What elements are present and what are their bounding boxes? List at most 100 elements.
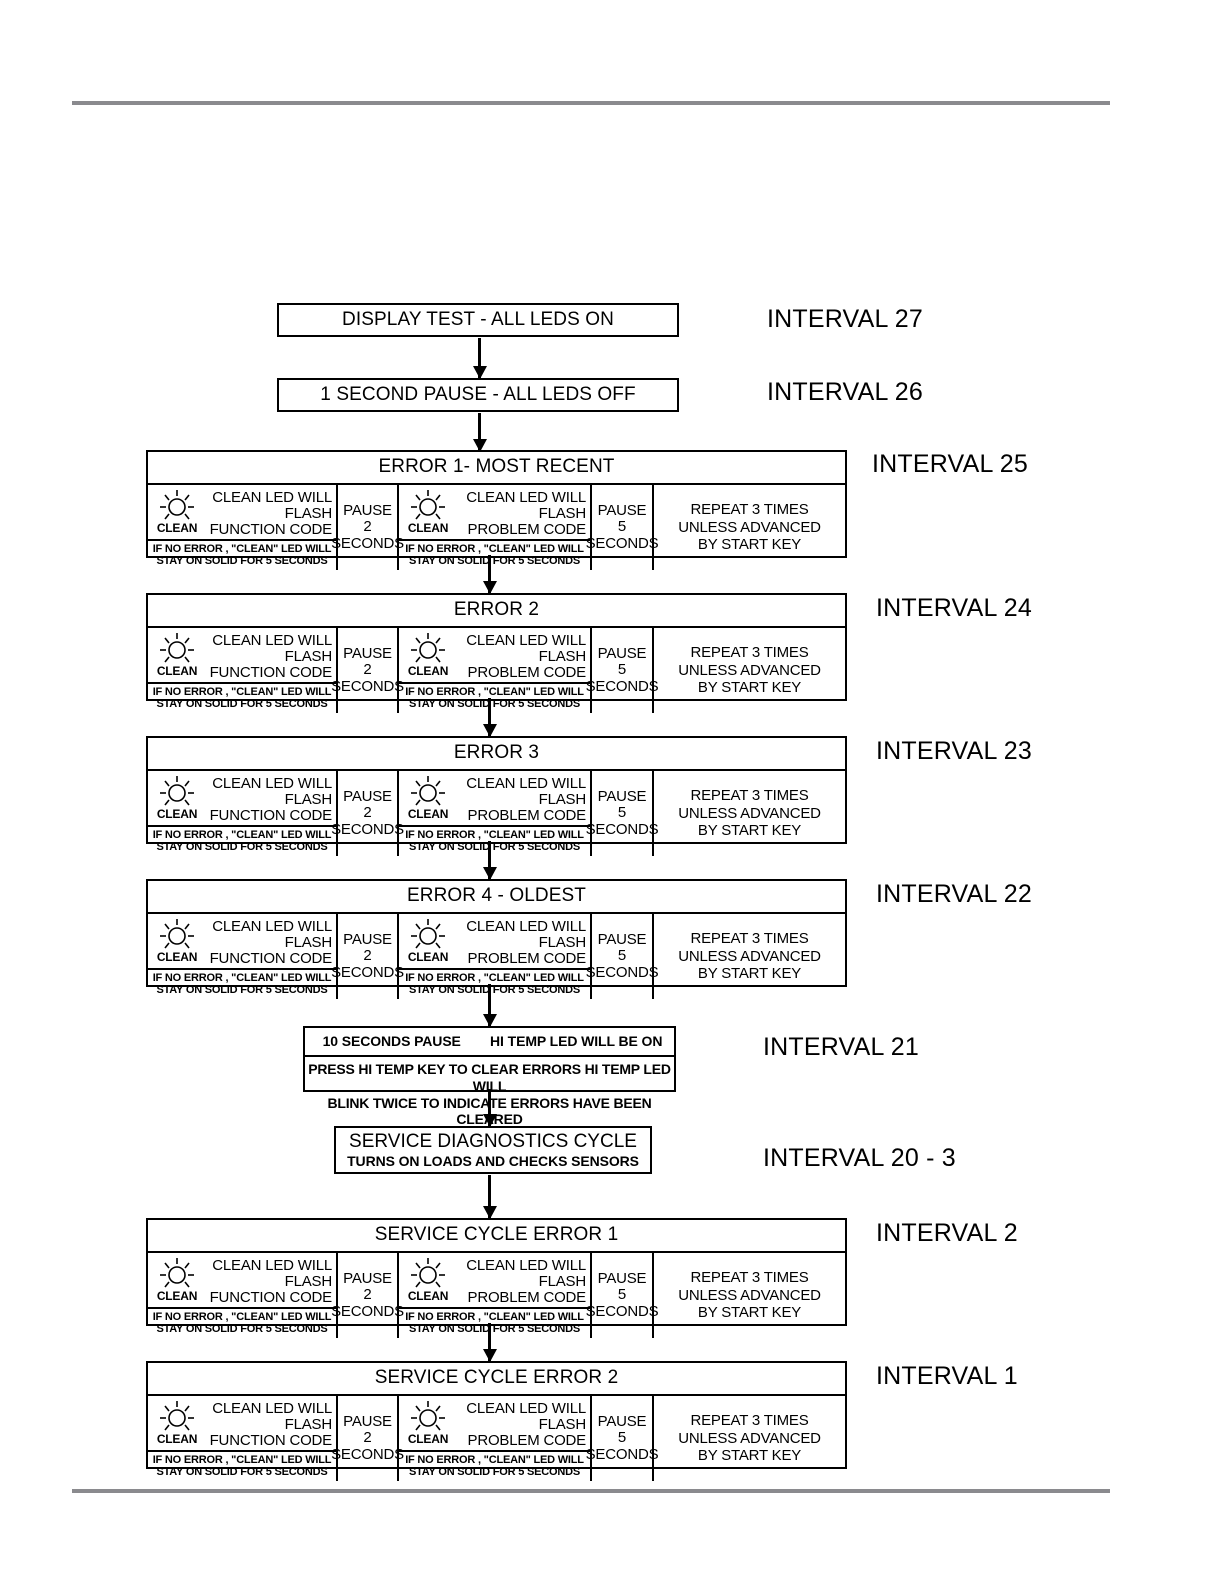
clean-led-icon: CLEAN <box>402 487 454 539</box>
function-code-line1: CLEAN LED WILL FLASH <box>212 775 332 809</box>
repeat-line2: UNLESS ADVANCED <box>678 947 821 965</box>
repeat-line3: BY START KEY <box>697 536 802 554</box>
interval-label-25: INTERVAL 25 <box>872 450 1028 478</box>
function-code-text: CLEAN LED WILL FLASH FUNCTION CODE <box>203 773 336 825</box>
repeat-line1: REPEAT 3 TIMES <box>690 644 809 662</box>
repeat-line2: UNLESS ADVANCED <box>678 1429 821 1447</box>
problem-code-line2: PROBLEM CODE <box>467 950 587 968</box>
error-block-title: ERROR 3 <box>148 738 845 771</box>
pause-2-seconds-cell: PAUSE 2 SECONDS <box>331 628 404 714</box>
page-bottom-rule <box>72 1489 1110 1493</box>
repeat-line3: BY START KEY <box>697 965 802 983</box>
clean-led-icon: CLEAN <box>151 1398 203 1450</box>
function-code-text: CLEAN LED WILL FLASH FUNCTION CODE <box>203 487 336 539</box>
no-error-note: IF NO ERROR , "CLEAN" LED WILL STAY ON S… <box>399 1306 590 1339</box>
repeat-line1: REPEAT 3 TIMES <box>690 787 809 805</box>
arrow-pause10s-to-diagnostics <box>488 1089 491 1126</box>
no-error-note: IF NO ERROR , "CLEAN" LED WILL STAY ON S… <box>148 1306 336 1339</box>
interval-label-26: INTERVAL 26 <box>767 378 923 406</box>
arrow-error3-to-error4 <box>488 841 491 879</box>
function-code-text: CLEAN LED WILL FLASH FUNCTION CODE <box>203 916 336 968</box>
function-code-cell: CLEAN CLEAN LED WILL FLASH FUNCTION CODE… <box>148 771 338 857</box>
pause-10s-left: 10 SECONDS PAUSE <box>322 1033 461 1049</box>
pause-5-seconds-cell: PAUSE 5 SECONDS <box>586 771 659 857</box>
problem-code-cell: CLEAN CLEAN LED WILL FLASH PROBLEM CODE … <box>399 771 592 857</box>
no-error-note-line2: STAY ON SOLID FOR 5 SECONDS <box>156 983 328 996</box>
error-block-title: SERVICE CYCLE ERROR 2 <box>148 1363 845 1396</box>
pause-1s-box: 1 SECOND PAUSE - ALL LEDS OFF <box>277 378 679 412</box>
arrow-display-to-pause <box>478 338 481 378</box>
no-error-note-line2: STAY ON SOLID FOR 5 SECONDS <box>408 554 581 567</box>
no-error-note: IF NO ERROR , "CLEAN" LED WILL STAY ON S… <box>399 681 590 714</box>
no-error-note-line1: IF NO ERROR , "CLEAN" LED WILL <box>405 685 584 698</box>
pause2-line3: SECONDS <box>331 1445 404 1463</box>
pause2-line2: 2 <box>363 661 372 679</box>
pause2-line3: SECONDS <box>331 1302 404 1320</box>
clean-led-icon: CLEAN <box>402 916 454 968</box>
function-code-text: CLEAN LED WILL FLASH FUNCTION CODE <box>203 1255 336 1307</box>
function-code-cell: CLEAN CLEAN LED WILL FLASH FUNCTION CODE… <box>148 914 338 1000</box>
error-block-1: ERROR 1- MOST RECENT CLEAN <box>146 450 847 571</box>
repeat-line1: REPEAT 3 TIMES <box>690 930 809 948</box>
pause5-line3: SECONDS <box>585 820 659 838</box>
no-error-note-line1: IF NO ERROR , "CLEAN" LED WILL <box>405 1453 584 1466</box>
display-test-label: DISPLAY TEST - ALL LEDS ON <box>342 309 614 330</box>
pause5-line1: PAUSE <box>597 930 647 948</box>
arrow-service-error1-to-error2 <box>488 1323 491 1361</box>
problem-code-line2: PROBLEM CODE <box>467 664 587 682</box>
function-code-line1: CLEAN LED WILL FLASH <box>212 489 332 523</box>
arrow-diagnostics-to-service-error1 <box>488 1175 491 1218</box>
no-error-note-line1: IF NO ERROR , "CLEAN" LED WILL <box>405 542 584 555</box>
problem-code-cell: CLEAN CLEAN LED WILL FLASH PROBLEM CODE … <box>399 1253 592 1339</box>
function-code-line1: CLEAN LED WILL FLASH <box>212 1257 332 1291</box>
problem-code-text: CLEAN LED WILL FLASH PROBLEM CODE <box>454 487 590 539</box>
function-code-line1: CLEAN LED WILL FLASH <box>212 918 332 952</box>
no-error-note: IF NO ERROR , "CLEAN" LED WILL STAY ON S… <box>399 1449 590 1482</box>
repeat-line3: BY START KEY <box>697 1447 802 1465</box>
no-error-note-line2: STAY ON SOLID FOR 5 SECONDS <box>408 697 581 710</box>
interval-label-1: INTERVAL 1 <box>876 1362 1018 1390</box>
pause2-line1: PAUSE <box>343 501 392 519</box>
pause5-line3: SECONDS <box>585 1302 659 1320</box>
function-code-cell: CLEAN CLEAN LED WILL FLASH FUNCTION CODE… <box>148 628 338 714</box>
no-error-note-line2: STAY ON SOLID FOR 5 SECONDS <box>408 983 581 996</box>
pause2-line1: PAUSE <box>343 644 392 662</box>
pause2-line2: 2 <box>363 947 372 965</box>
problem-code-line1: CLEAN LED WILL FLASH <box>466 918 586 952</box>
no-error-note-line1: IF NO ERROR , "CLEAN" LED WILL <box>405 828 584 841</box>
interval-label-23: INTERVAL 23 <box>876 737 1032 765</box>
error-block-3: ERROR 3 CLEAN <box>146 736 847 857</box>
clean-led-icon: CLEAN <box>402 773 454 825</box>
pause-10s-row1: 10 SECONDS PAUSE HI TEMP LED WILL BE ON <box>305 1028 674 1057</box>
pause-1s-label: 1 SECOND PAUSE - ALL LEDS OFF <box>320 384 636 405</box>
no-error-note: IF NO ERROR , "CLEAN" LED WILL STAY ON S… <box>148 1449 336 1482</box>
led-caption: CLEAN <box>156 1432 198 1446</box>
clean-led-icon: CLEAN <box>151 487 203 539</box>
pause-2-seconds-cell: PAUSE 2 SECONDS <box>331 771 404 857</box>
service-diagnostics-line1: SERVICE DIAGNOSTICS CYCLE <box>349 1131 637 1152</box>
repeat-line3: BY START KEY <box>697 679 802 697</box>
pause5-line1: PAUSE <box>597 1412 647 1430</box>
pause2-line2: 2 <box>363 1429 372 1447</box>
repeat-line3: BY START KEY <box>697 1304 802 1322</box>
interval-label-20-3: INTERVAL 20 - 3 <box>763 1144 956 1172</box>
function-code-cell: CLEAN CLEAN LED WILL FLASH FUNCTION CODE… <box>148 1396 338 1482</box>
repeat-cell: REPEAT 3 TIMES UNLESS ADVANCED BY START … <box>654 771 845 856</box>
service-diagnostics-line2: TURNS ON LOADS AND CHECKS SENSORS <box>347 1153 639 1169</box>
problem-code-line2: PROBLEM CODE <box>467 1432 587 1450</box>
interval-label-21: INTERVAL 21 <box>763 1033 919 1061</box>
function-code-line1: CLEAN LED WILL FLASH <box>212 632 332 666</box>
page-top-rule <box>72 101 1110 105</box>
function-code-line1: CLEAN LED WILL FLASH <box>212 1400 332 1434</box>
clean-led-icon: CLEAN <box>402 630 454 682</box>
error-block-title: ERROR 2 <box>148 595 845 628</box>
problem-code-cell: CLEAN CLEAN LED WILL FLASH PROBLEM CODE … <box>399 914 592 1000</box>
no-error-note-line2: STAY ON SOLID FOR 5 SECONDS <box>156 554 328 567</box>
problem-code-cell: CLEAN CLEAN LED WILL FLASH PROBLEM CODE … <box>399 485 592 571</box>
pause5-line3: SECONDS <box>585 963 659 981</box>
arrow-pause-to-error1 <box>478 413 481 451</box>
no-error-note-line2: STAY ON SOLID FOR 5 SECONDS <box>156 1322 328 1335</box>
pause-2-seconds-cell: PAUSE 2 SECONDS <box>331 1253 404 1339</box>
led-caption: CLEAN <box>156 521 198 535</box>
pause5-line3: SECONDS <box>585 1445 659 1463</box>
